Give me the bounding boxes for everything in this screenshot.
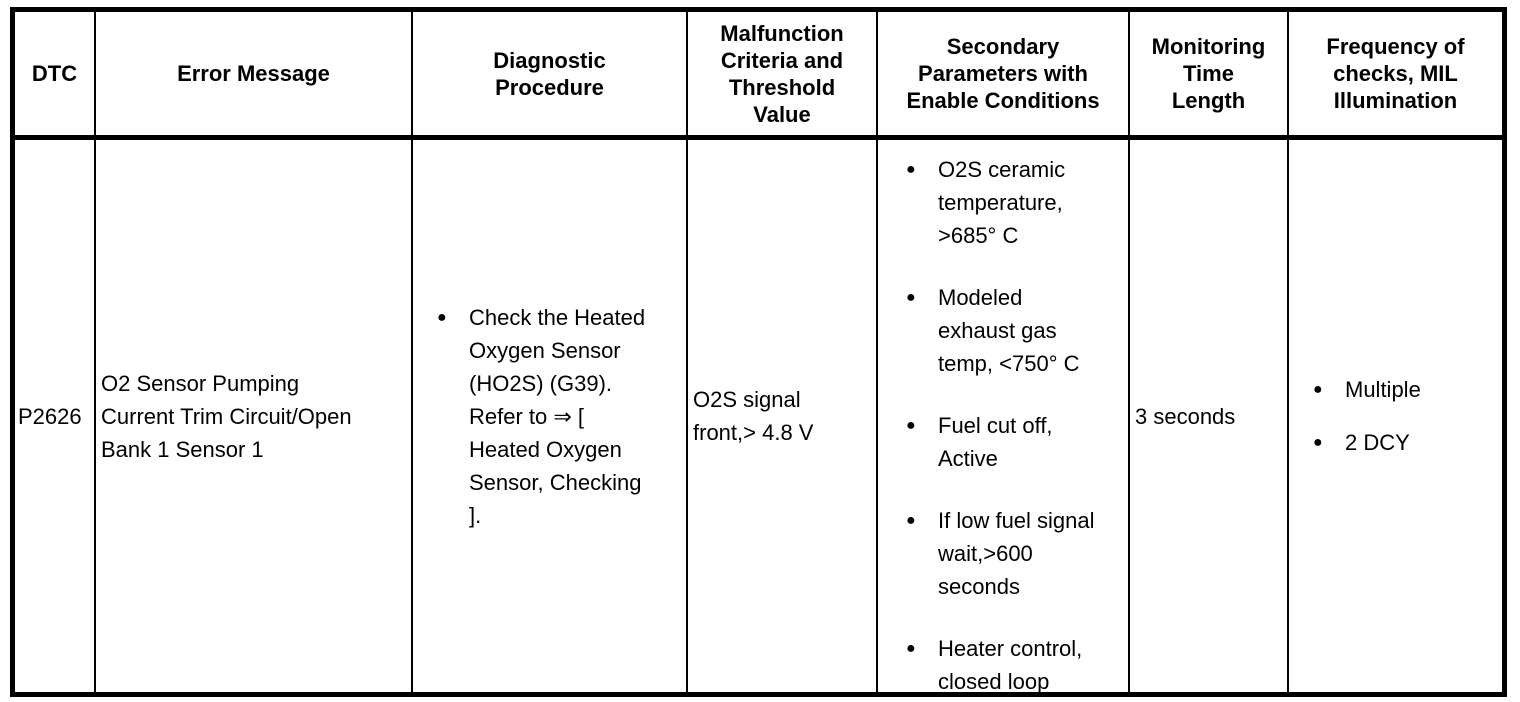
frequency-text: 2 DCY bbox=[1345, 430, 1410, 455]
cell-error-message: O2 Sensor Pumping Current Trim Circuit/O… bbox=[96, 140, 413, 692]
bullet-icon: ● bbox=[906, 417, 916, 434]
bullet-icon: ● bbox=[906, 640, 916, 657]
list-item: ● O2S ceramic temperature, >685° C bbox=[906, 153, 1124, 252]
list-item: ● Modeled exhaust gas temp, <750° C bbox=[906, 281, 1124, 380]
secondary-parameter-text: O2S ceramic temperature, >685° C bbox=[938, 157, 1066, 248]
bullet-icon: ● bbox=[906, 289, 916, 306]
header-cell-malfunction-criteria: Malfunction Criteria and Threshold Value bbox=[688, 12, 878, 140]
header-label-monitoring-time: Monitoring Time Length bbox=[1151, 34, 1266, 113]
header-cell-error-message: Error Message bbox=[96, 12, 413, 140]
header-label-frequency: Frequency of checks, MIL Illumination bbox=[1326, 34, 1465, 113]
secondary-parameter-text: Fuel cut off, Active bbox=[938, 413, 1053, 471]
header-label-error-message: Error Message bbox=[177, 61, 330, 86]
list-item: ● 2 DCY bbox=[1313, 426, 1498, 459]
header-label-malfunction-criteria: Malfunction Criteria and Threshold Value bbox=[720, 20, 844, 127]
bullet-icon: ● bbox=[906, 512, 916, 529]
header-cell-secondary-parameters: Secondary Parameters with Enable Conditi… bbox=[878, 12, 1130, 140]
monitoring-time-text: 3 seconds bbox=[1135, 403, 1236, 429]
cell-frequency: ● Multiple ● 2 DCY bbox=[1289, 140, 1502, 692]
list-item: ● If low fuel signal wait,>600 seconds bbox=[906, 504, 1124, 603]
secondary-parameter-text: Modeled exhaust gas temp, <750° C bbox=[938, 285, 1080, 376]
cell-secondary-parameters: ● O2S ceramic temperature, >685° C ● Mod… bbox=[878, 140, 1130, 692]
bullet-icon: ● bbox=[1313, 434, 1323, 451]
header-cell-diagnostic-procedure: Diagnostic Procedure bbox=[413, 12, 688, 140]
header-cell-frequency: Frequency of checks, MIL Illumination bbox=[1289, 12, 1502, 140]
list-item: ● Fuel cut off, Active bbox=[906, 409, 1124, 475]
dtc-code: P2626 bbox=[18, 403, 82, 429]
frequency-text: Multiple bbox=[1345, 377, 1421, 402]
dtc-table: DTC Error Message Diagnostic Procedure M… bbox=[10, 7, 1507, 697]
secondary-parameter-text: If low fuel signal wait,>600 seconds bbox=[938, 508, 1095, 599]
cell-malfunction-criteria: O2S signal front,> 4.8 V bbox=[688, 140, 878, 692]
bullet-icon: ● bbox=[1313, 381, 1323, 398]
diagnostic-step-text: Check the Heated Oxygen Sensor (HO2S) (G… bbox=[469, 304, 646, 528]
list-item: ● Multiple bbox=[1313, 373, 1498, 406]
bullet-icon: ● bbox=[906, 161, 916, 178]
bullet-icon: ● bbox=[437, 308, 447, 326]
malfunction-criteria-text: O2S signal front,> 4.8 V bbox=[693, 387, 814, 445]
header-label-diagnostic-procedure: Diagnostic Procedure bbox=[493, 47, 606, 100]
list-item: ● Heater control, closed loop bbox=[906, 632, 1124, 692]
header-cell-monitoring-time: Monitoring Time Length bbox=[1130, 12, 1289, 140]
cell-monitoring-time: 3 seconds bbox=[1130, 140, 1289, 692]
header-label-secondary-parameters: Secondary Parameters with Enable Conditi… bbox=[906, 34, 1100, 113]
list-item: ● Check the Heated Oxygen Sensor (HO2S) … bbox=[437, 301, 682, 532]
cell-dtc: P2626 bbox=[15, 140, 96, 692]
header-label-dtc: DTC bbox=[31, 61, 78, 86]
secondary-parameter-text: Heater control, closed loop bbox=[938, 636, 1083, 692]
error-message-text: O2 Sensor Pumping Current Trim Circuit/O… bbox=[101, 370, 352, 462]
header-cell-dtc: DTC bbox=[15, 12, 96, 140]
cell-diagnostic-procedure: ● Check the Heated Oxygen Sensor (HO2S) … bbox=[413, 140, 688, 692]
